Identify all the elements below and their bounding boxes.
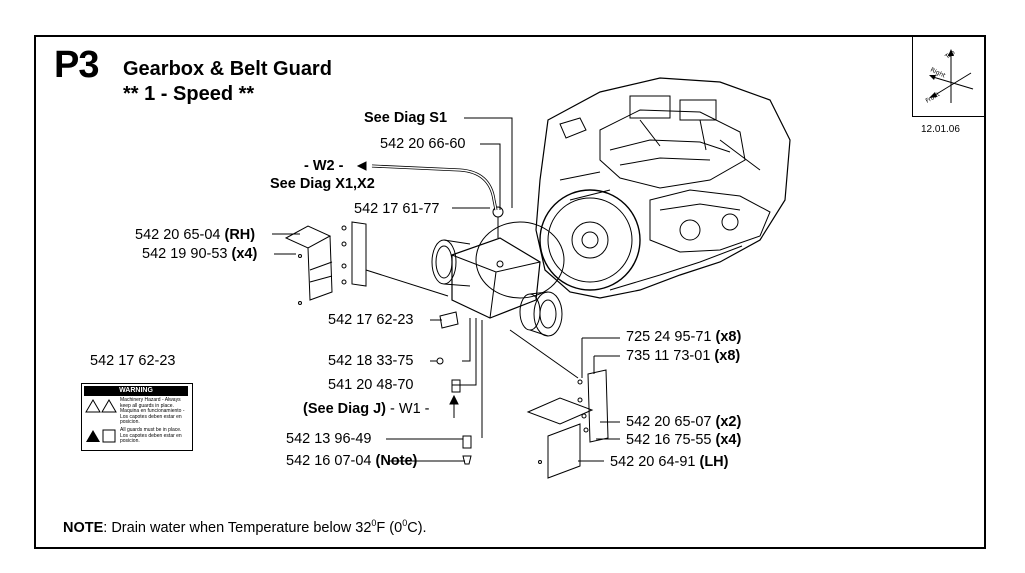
- belt-guard-lh-illustration: [526, 369, 609, 479]
- label-see-diag-j: (See Diag J) - W1 -: [303, 401, 430, 417]
- label-735-11-73-01: 735 11 73-01 (x8): [626, 348, 741, 364]
- leader-line: [464, 117, 513, 208]
- warning-decal-header: WARNING: [84, 386, 188, 396]
- warning-decal: WARNING Machinery Hazard - Always keep a…: [81, 383, 193, 451]
- diagram-date: 12.01.06: [921, 124, 960, 135]
- diagram-title: Gearbox & Belt Guard: [123, 58, 332, 80]
- warning-triangle-icon: [85, 399, 117, 443]
- label-725-24-95-71: 725 24 95-71 (x8): [626, 329, 742, 345]
- label-542-16-75-55: 542 16 75-55 (x4): [626, 432, 742, 448]
- label-see-diag-x1x2: See Diag X1,X2: [270, 176, 375, 192]
- gearbox-illustration: [431, 206, 565, 337]
- compass-axes-icon: Top Right Front: [925, 49, 974, 105]
- orientation-compass: Top Right Front: [912, 37, 985, 117]
- label-542-17-61-77: 542 17 61-77: [354, 201, 440, 217]
- label-decal-part: 542 17 62-23: [90, 353, 176, 369]
- plug-part-icon: [436, 357, 444, 365]
- label-542-20-66-60: 542 20 66-60: [380, 136, 466, 152]
- label-542-16-07-04: 542 16 07-04 (Note): [286, 453, 418, 469]
- label-w2: - W2 -: [304, 158, 344, 174]
- valve-part-icon: [462, 435, 472, 449]
- drain-note: NOTE: Drain water when Temperature below…: [63, 518, 427, 536]
- warning-decal-line2: All guards must be in place. Los capotes…: [120, 427, 182, 444]
- decal-part-icon: [439, 311, 459, 329]
- label-542-20-65-04: 542 20 65-04 (RH): [135, 227, 256, 243]
- fitting-part-icon: [451, 379, 461, 393]
- diagram-frame: [34, 35, 986, 549]
- label-542-13-96-49: 542 13 96-49: [286, 431, 372, 447]
- belt-guard-rh-illustration: [284, 221, 367, 305]
- label-542-18-33-75: 542 18 33-75: [328, 353, 414, 369]
- diagram-code: P3: [54, 44, 99, 86]
- label-542-19-90-53: 542 19 90-53 (x4): [142, 246, 258, 262]
- label-542-20-64-91: 542 20 64-91 (LH): [610, 454, 729, 470]
- label-see-diag-s1: See Diag S1: [364, 110, 448, 126]
- diagram-subtitle: ** 1 - Speed **: [123, 83, 255, 105]
- engine-illustration: [535, 77, 791, 299]
- label-542-20-65-07: 542 20 65-07 (x2): [626, 414, 742, 430]
- label-541-20-48-70: 541 20 48-70: [328, 377, 414, 393]
- drain-cock-icon: [462, 455, 472, 465]
- warning-decal-line1: Machinery Hazard - Always keep all guard…: [120, 397, 185, 425]
- label-542-17-62-23: 542 17 62-23: [328, 312, 414, 328]
